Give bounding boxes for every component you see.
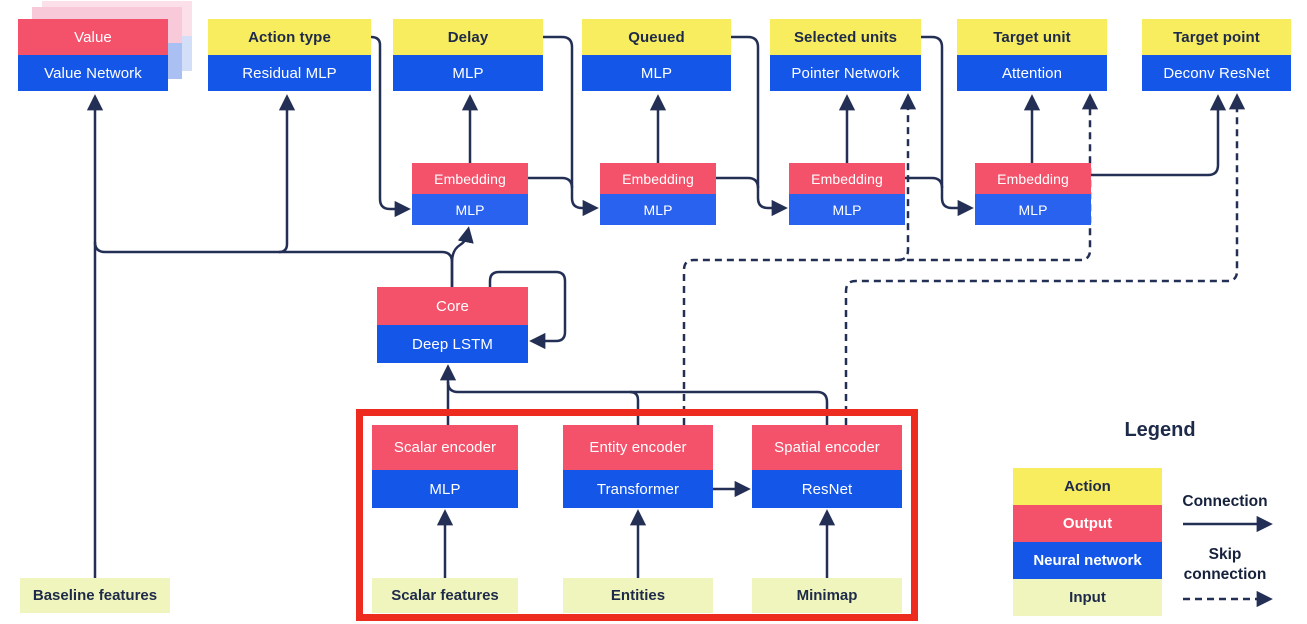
node-queued-network: MLP bbox=[582, 55, 731, 91]
node-target-unit: Target unit Attention bbox=[957, 19, 1107, 91]
conn-embedding2-merge bbox=[716, 176, 760, 189]
legend-item-output: Output bbox=[1013, 505, 1162, 542]
spatial-encoder-network: ResNet bbox=[752, 470, 902, 508]
conn-core-rail-left bbox=[93, 241, 454, 287]
conn-encoder-rail bbox=[446, 381, 829, 425]
conn-embedding3-merge bbox=[905, 176, 944, 189]
embedding-3-network: MLP bbox=[789, 194, 905, 225]
node-target-unit-network: Attention bbox=[957, 55, 1107, 91]
input-entities: Entities bbox=[563, 578, 713, 613]
conn-delay-to-embedding2 bbox=[543, 35, 599, 217]
conn-embedding4-to-targetpoint bbox=[1091, 94, 1227, 177]
entity-encoder-label: Entity encoder bbox=[563, 425, 713, 470]
legend-connection-label: Connection bbox=[1182, 493, 1268, 510]
conn-core-to-embedding1 bbox=[450, 226, 474, 287]
skip-connections bbox=[682, 93, 1273, 608]
conn-actiontype-to-embedding1 bbox=[370, 35, 411, 218]
skip-entity-to-selected bbox=[897, 93, 917, 262]
node-target-point-network: Deconv ResNet bbox=[1142, 55, 1291, 91]
node-target-point-action: Target point bbox=[1142, 19, 1291, 55]
conn-entity-rail-branch bbox=[629, 390, 640, 425]
node-queued-action: Queued bbox=[582, 19, 731, 55]
conn-core-recurrent-loop bbox=[488, 270, 567, 350]
node-entity-encoder: Entity encoder Transformer bbox=[563, 425, 713, 508]
input-scalar-features: Scalar features bbox=[372, 578, 518, 613]
scalar-encoder-network: MLP bbox=[372, 470, 518, 508]
legend-item-action: Action bbox=[1013, 468, 1162, 505]
node-delay-action: Delay bbox=[393, 19, 543, 55]
conn-selected-to-embedding4 bbox=[921, 35, 974, 217]
solid-connections bbox=[86, 35, 1273, 578]
legend-title: Legend bbox=[1124, 419, 1196, 441]
node-selected-units-action: Selected units bbox=[770, 19, 921, 55]
node-selected-units-network: Pointer Network bbox=[770, 55, 921, 91]
node-value-output: Value bbox=[18, 19, 168, 55]
core-label: Core bbox=[377, 287, 528, 325]
node-value-network: Value Network bbox=[18, 55, 168, 91]
node-target-unit-action: Target unit bbox=[957, 19, 1107, 55]
legend-item-input: Input bbox=[1013, 579, 1162, 616]
input-minimap: Minimap bbox=[752, 578, 902, 613]
scalar-encoder-label: Scalar encoder bbox=[372, 425, 518, 470]
conn-rail-to-residual-mlp bbox=[278, 94, 296, 254]
node-embedding-2: Embedding MLP bbox=[600, 163, 716, 225]
legend-swatches: Action Output Neural network Input bbox=[1013, 468, 1162, 616]
conn-embedding1-merge bbox=[528, 176, 574, 189]
embedding-1-label: Embedding bbox=[412, 163, 528, 194]
node-action-type: Action type Residual MLP bbox=[208, 19, 371, 91]
skip-entity-to-targetunit bbox=[682, 93, 1099, 425]
node-delay-network: MLP bbox=[393, 55, 543, 91]
encoder-highlight-rectangle bbox=[356, 409, 918, 621]
node-action-type-network: Residual MLP bbox=[208, 55, 371, 91]
node-selected-units: Selected units Pointer Network bbox=[770, 19, 921, 91]
node-action-type-action: Action type bbox=[208, 19, 371, 55]
node-target-point: Target point Deconv ResNet bbox=[1142, 19, 1291, 91]
skip-spatial-to-targetpoint bbox=[844, 93, 1246, 425]
node-queued: Queued MLP bbox=[582, 19, 731, 91]
node-embedding-1: Embedding MLP bbox=[412, 163, 528, 225]
embedding-4-label: Embedding bbox=[975, 163, 1091, 194]
conn-queued-to-embedding3 bbox=[731, 35, 788, 217]
embedding-3-label: Embedding bbox=[789, 163, 905, 194]
embedding-4-network: MLP bbox=[975, 194, 1091, 225]
legend-skip-connection-label: Skip connection bbox=[1183, 546, 1267, 583]
node-embedding-3: Embedding MLP bbox=[789, 163, 905, 225]
spatial-encoder-label: Spatial encoder bbox=[752, 425, 902, 470]
embedding-2-label: Embedding bbox=[600, 163, 716, 194]
node-embedding-4: Embedding MLP bbox=[975, 163, 1091, 225]
embedding-2-network: MLP bbox=[600, 194, 716, 225]
node-core: Core Deep LSTM bbox=[377, 287, 528, 363]
legend-item-neural-network: Neural network bbox=[1013, 542, 1162, 579]
node-scalar-encoder: Scalar encoder MLP bbox=[372, 425, 518, 508]
input-baseline-features: Baseline features bbox=[20, 578, 170, 613]
core-network: Deep LSTM bbox=[377, 325, 528, 363]
entity-encoder-network: Transformer bbox=[563, 470, 713, 508]
node-spatial-encoder: Spatial encoder ResNet bbox=[752, 425, 902, 508]
node-value: Value Value Network bbox=[18, 19, 168, 91]
node-delay: Delay MLP bbox=[393, 19, 543, 91]
embedding-1-network: MLP bbox=[412, 194, 528, 225]
